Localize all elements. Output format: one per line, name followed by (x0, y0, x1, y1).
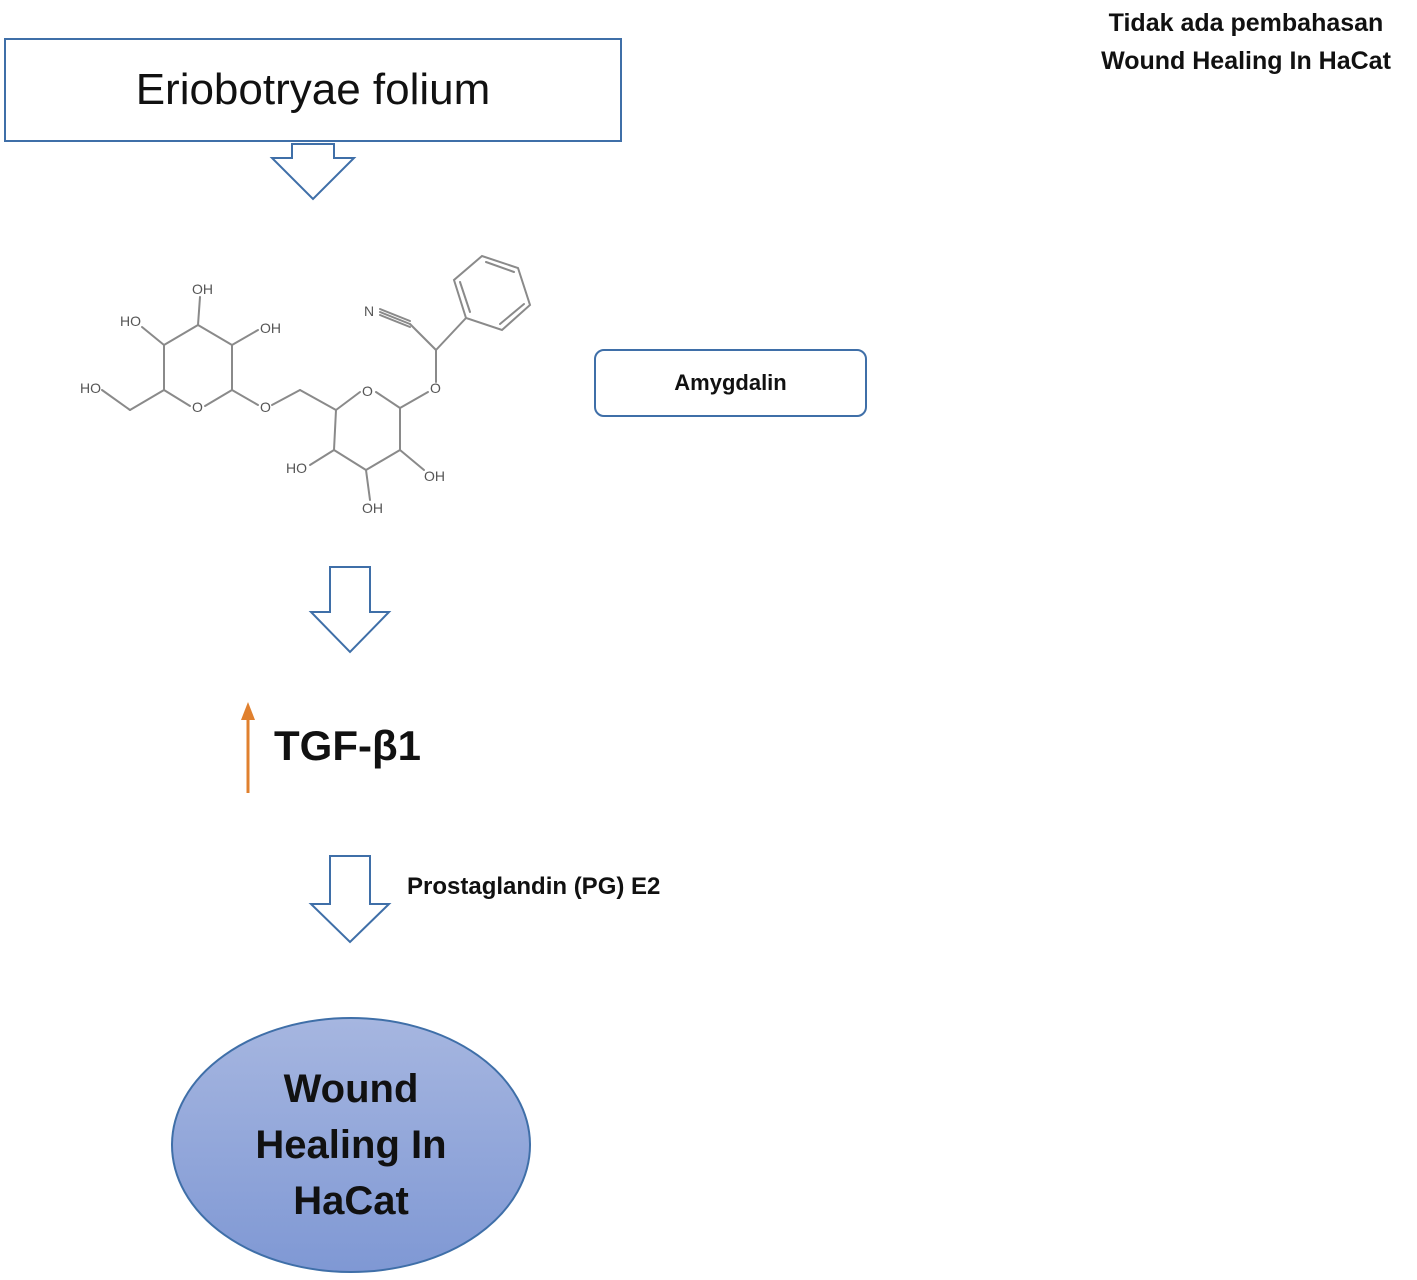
outcome-ellipse (171, 1017, 531, 1273)
atom-label: OH (192, 281, 213, 297)
source-box: Eriobotryae folium (4, 38, 622, 142)
atom-label: HO (286, 460, 307, 476)
note-line: Tidak ada pembahasan (1108, 9, 1384, 37)
atom-label: N (364, 303, 374, 319)
compound-label: Amygdalin (674, 370, 787, 395)
atom-label: O (430, 380, 441, 396)
atom-label: O (362, 383, 373, 399)
atom-label: HO (120, 313, 141, 329)
atom-label: OH (424, 468, 445, 484)
source-label: Eriobotryae folium (135, 65, 491, 114)
amygdalin-structure (101, 254, 532, 501)
mediator-label: Prostaglandin (PG) E2 (407, 873, 661, 900)
amygdalin-atom-labels: OH OH HO HO O O O O N HO OH OH (80, 281, 445, 516)
outcome-line: HaCat (293, 1179, 409, 1223)
atom-label: OH (260, 320, 281, 336)
atom-label: HO (80, 380, 101, 396)
atom-label: O (192, 399, 203, 415)
up-arrow-icon (241, 702, 255, 793)
outcome-line: Wound (283, 1067, 419, 1111)
atom-label: O (260, 399, 271, 415)
factor-label: TGF-β1 (274, 722, 421, 769)
outcome-line: Healing In (255, 1123, 447, 1167)
note-text: Tidak ada pembahasan Wound Healing In Ha… (1081, 4, 1411, 80)
outcome-label: Wound Healing In HaCat (172, 1018, 530, 1272)
note-line: Wound Healing In HaCat (1101, 47, 1391, 75)
down-arrow-3 (308, 855, 392, 944)
compound-box: Amygdalin (594, 349, 867, 417)
down-arrow-1 (269, 143, 357, 201)
atom-label: OH (362, 500, 383, 516)
down-arrow-2 (308, 566, 392, 654)
